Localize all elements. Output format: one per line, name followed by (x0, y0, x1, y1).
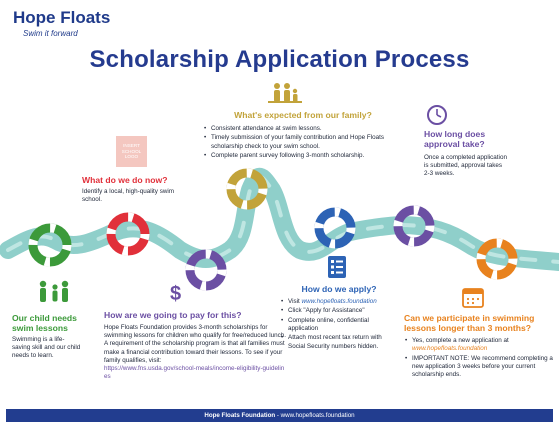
footer-url: www.hopefloats.foundation (280, 412, 355, 419)
expected-list: Consistent attendance at swim lessons. T… (203, 125, 403, 160)
section-what-do-we-do: What do we do now? Identify a local, hig… (82, 175, 222, 204)
income-eligibility-link[interactable]: https://www.fns.usda.gov/school-meals/in… (104, 365, 285, 381)
clock-icon (427, 105, 447, 125)
footer-sep: - (275, 412, 281, 419)
life-ring-green (28, 223, 72, 267)
section-pay: How are we going to pay for this? Hope F… (104, 310, 286, 381)
longer-heading: Can we participate in swimming lessons l… (404, 313, 535, 333)
school-logo-placeholder: INSERT SCHOOL LOGO (116, 136, 147, 167)
life-ring-purple-2 (393, 205, 435, 247)
footer-bar: Hope Floats Foundation - www.hopefloats.… (6, 409, 553, 422)
longer-item-1-text: Yes, complete a new application at (412, 337, 509, 344)
pay-body: Hope Floats Foundation provides 3-month … (104, 324, 286, 364)
family-icon (39, 280, 69, 302)
expected-item: Consistent attendance at swim lessons. (204, 125, 403, 133)
hope-floats-logo: Hope Floats Swim it forward (9, 8, 119, 42)
footer-org: Hope Floats Foundation (204, 412, 276, 419)
life-ring-red (106, 212, 150, 256)
apply-item: Attach most recent tax return with Socia… (281, 334, 398, 350)
apply-item: Click "Apply for Assistance" (281, 307, 398, 315)
checklist-icon (328, 256, 346, 278)
life-ring-blue (314, 207, 356, 249)
longer-item-2: IMPORTANT NOTE: We recommend completing … (405, 355, 554, 380)
svg-text:$: $ (170, 283, 181, 305)
life-ring-purple (185, 249, 227, 291)
section-apply: How do we apply? Visit www.hopefloats.fo… (280, 284, 398, 352)
section-longer: Can we participate in swimming lessons l… (404, 313, 554, 380)
life-ring-gold (226, 168, 268, 210)
school-logo-placeholder-text: INSERT SCHOOL LOGO (121, 143, 142, 160)
calendar-icon (462, 288, 484, 308)
expected-item: Complete parent survey following 3-month… (204, 152, 403, 160)
apply-item-visit: Visit www.hopefloats.foundation (281, 298, 398, 306)
longer-item-1: Yes, complete a new application at www.h… (405, 337, 554, 353)
child-needs-heading: Our child needs swim lessons (12, 313, 77, 333)
approval-heading: How long does approval take? (424, 129, 486, 149)
dollar-icon: $ (170, 283, 181, 305)
hopefloats-link-2[interactable]: www.hopefloats.foundation (412, 345, 488, 353)
expected-heading: What's expected from our family? (234, 110, 372, 120)
child-needs-body: Swimming is a life-saving skill and our … (12, 336, 81, 360)
logo-name: Hope Floats (13, 8, 111, 27)
apply-heading: How do we apply? (301, 284, 377, 294)
family-group-icon (268, 83, 302, 103)
pay-heading: How are we going to pay for this? (104, 310, 242, 320)
what-do-we-do-heading: What do we do now? (82, 175, 168, 185)
logo-tagline: Swim it forward (23, 29, 78, 38)
section-child-needs: Our child needs swim lessons Swimming is… (12, 313, 90, 361)
apply-visit-prefix: Visit (288, 298, 302, 305)
approval-body: Once a completed application is submitte… (424, 154, 507, 178)
page-title: Scholarship Application Process (89, 46, 470, 73)
longer-list: Yes, complete a new application at www.h… (404, 337, 554, 379)
apply-list: Visit www.hopefloats.foundation Click "A… (280, 298, 398, 351)
section-approval: How long does approval take? Once a comp… (424, 129, 514, 179)
life-ring-orange (476, 238, 518, 280)
hopefloats-link[interactable]: www.hopefloats.foundation (301, 298, 377, 305)
expected-item: Timely submission of your family contrib… (204, 134, 403, 150)
section-expected: What's expected from our family? Consist… (203, 110, 403, 161)
apply-item: Complete online, confidential applicatio… (281, 317, 398, 333)
what-do-we-do-body: Identify a local, high-quality swim scho… (82, 188, 175, 204)
